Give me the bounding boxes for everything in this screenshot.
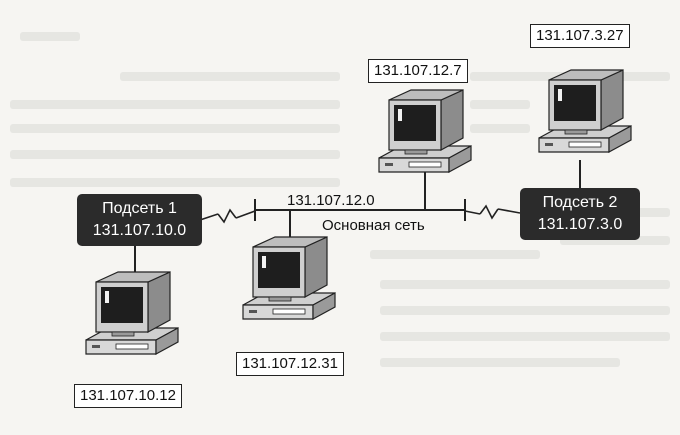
subnet-1-address: 131.107.10.0 <box>92 222 187 239</box>
computer-icon <box>85 271 179 355</box>
computer-icon <box>378 89 472 173</box>
host-label-12-31: 131.107.12.31 <box>236 352 344 376</box>
network-link-icon <box>464 204 521 220</box>
subnet-2-name: Подсеть 2 <box>542 194 618 211</box>
backbone-name: Основная сеть <box>322 217 425 234</box>
network-link-icon <box>199 208 256 224</box>
subnet-2-box: Подсеть 2 131.107.3.0 <box>520 188 640 240</box>
computer-icon <box>242 236 336 320</box>
subnet-1-name: Подсеть 1 <box>102 200 177 217</box>
subnet-2-address: 131.107.3.0 <box>537 216 623 233</box>
backbone-address: 131.107.12.0 <box>287 192 375 209</box>
subnet-1-box: Подсеть 1 131.107.10.0 <box>77 194 202 246</box>
host-label-10-12: 131.107.10.12 <box>74 384 182 408</box>
computer-icon <box>538 69 632 153</box>
host-label-12-7: 131.107.12.7 <box>368 59 468 83</box>
host-label-3-27: 131.107.3.27 <box>530 24 630 48</box>
